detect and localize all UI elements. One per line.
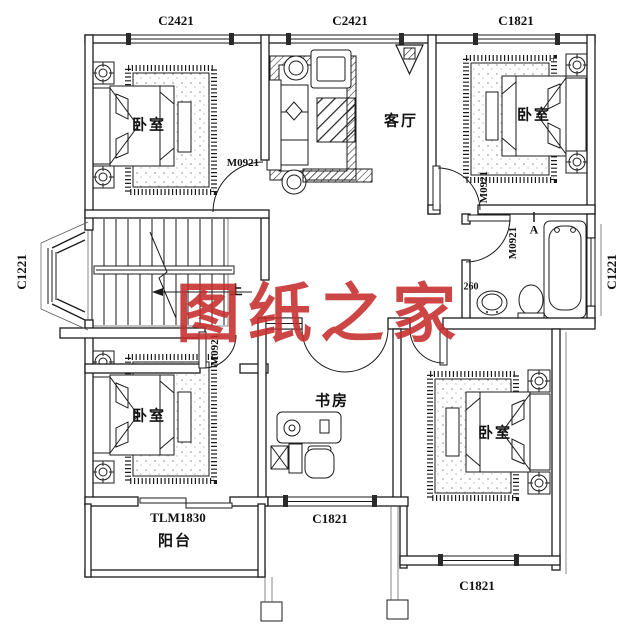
window-label-left: C1221 — [14, 254, 29, 290]
window-label-study-bottom: C1821 — [312, 511, 348, 526]
door-arc-bedroom-bottom-left — [202, 334, 237, 369]
dimension-260: 260 — [463, 281, 479, 293]
door-arc-bedroom-bottom-right — [409, 328, 445, 364]
bay-window-left — [40, 221, 89, 331]
porch-columns — [260, 332, 567, 622]
entry-marker — [395, 44, 424, 76]
door-label-bedroom-top-right: M0921 — [478, 170, 490, 204]
room-label-bedroom-bottom-left: 卧室 — [131, 406, 167, 425]
section-marker-a: A — [529, 222, 539, 237]
room-label-balcony: 阳台 — [157, 531, 193, 550]
door-label-balcony-slider: TLM1830 — [150, 510, 206, 525]
balcony-slider — [139, 497, 233, 509]
doors — [198, 161, 511, 373]
room-label-bedroom-top-left: 卧室 — [131, 115, 167, 134]
watermark: 图纸之家 — [176, 279, 464, 350]
window-label-top-center: C2421 — [332, 13, 368, 28]
window-label-top-left: C2421 — [158, 13, 194, 28]
door-arc-study — [301, 328, 389, 373]
window-label-right: C1221 — [604, 254, 619, 290]
room-label-living-room: 客厅 — [383, 111, 419, 130]
bathroom-fixtures — [476, 220, 587, 323]
windows — [40, 33, 602, 566]
door-label-living-room: M0921 — [226, 157, 260, 169]
door-arc-bedroom-top-left — [212, 161, 264, 213]
window-label-bottom-right: C1821 — [459, 578, 495, 593]
window-label-top-right: C1821 — [498, 13, 534, 28]
living-room-furniture — [266, 49, 373, 195]
door-arc-bedroom-top-right — [437, 167, 481, 211]
door-arc-bathroom — [465, 217, 511, 263]
study-furniture — [270, 411, 342, 479]
stairs-up-label: 上 — [229, 283, 243, 299]
room-label-bedroom-top-right: 卧室 — [516, 105, 552, 124]
walls — [59, 34, 596, 578]
room-label-study: 书房 — [314, 391, 350, 410]
room-label-bedroom-bottom-right: 卧室 — [477, 423, 513, 442]
door-label-bathroom: M0921 — [507, 226, 519, 260]
